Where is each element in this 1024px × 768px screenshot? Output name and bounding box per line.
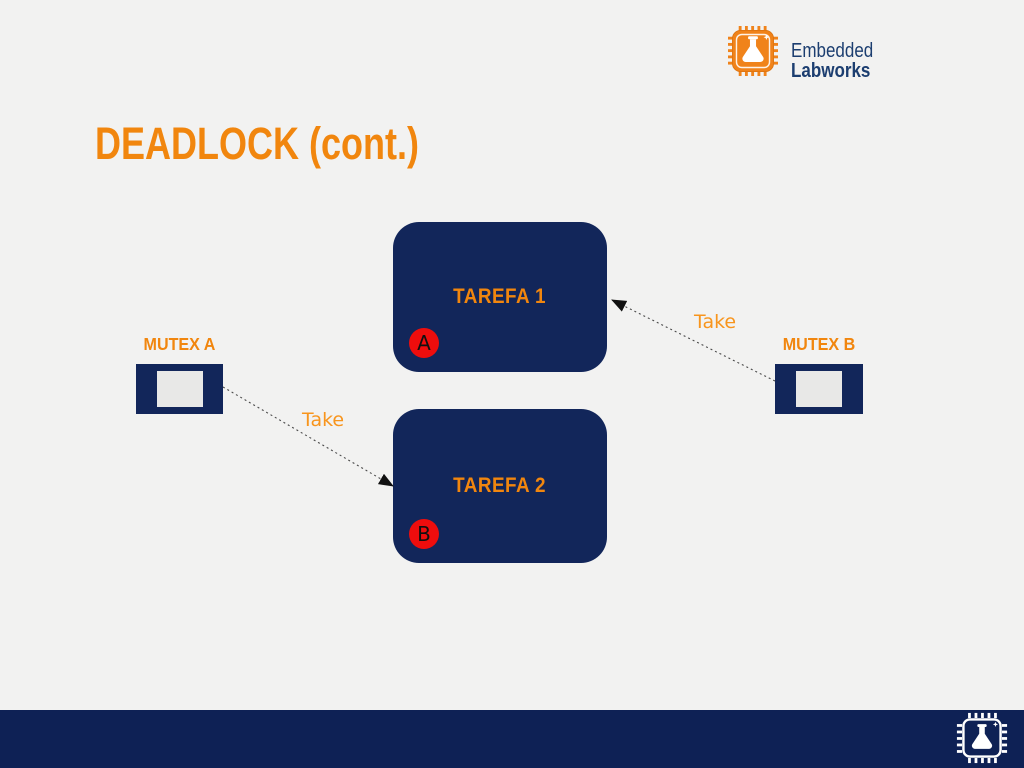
- edge-label-take-1: Take: [694, 311, 737, 333]
- held-mutex-badge-a: A: [409, 328, 439, 358]
- chip-flask-icon: [728, 26, 778, 76]
- slide-title: DEADLOCK (cont.): [95, 118, 419, 169]
- logo-wordmark: Embedded Labworks: [791, 41, 873, 81]
- footer-chip-flask-icon: [956, 712, 1008, 764]
- mutex-a-icon-inner: [157, 371, 203, 407]
- embedded-labworks-logo: Embedded Labworks: [728, 26, 888, 81]
- task-label-tarefa-2: TAREFA 2: [453, 474, 547, 497]
- logo-text-labworks: Labworks: [791, 60, 871, 82]
- mutex-a-icon: [136, 364, 223, 414]
- mutex-a-block: MUTEX A: [136, 334, 223, 414]
- mutex-a-label: MUTEX A: [143, 334, 216, 354]
- task-label-tarefa-1: TAREFA 1: [453, 285, 547, 308]
- mutex-b-icon: [775, 364, 863, 414]
- mutex-b-icon-inner: [796, 371, 842, 407]
- footer-bar: [0, 710, 1024, 768]
- held-mutex-badge-b: B: [409, 519, 439, 549]
- logo-text-embedded: Embedded: [791, 40, 874, 62]
- task-box-tarefa-2: TAREFA 2 B: [393, 409, 607, 563]
- task-box-tarefa-1: TAREFA 1 A: [393, 222, 607, 372]
- edge-label-take-2: Take: [302, 409, 345, 431]
- mutex-b-block: MUTEX B: [775, 334, 863, 414]
- arrow-mutexa-to-tarefa2: [222, 386, 394, 487]
- mutex-b-label: MUTEX B: [782, 334, 856, 354]
